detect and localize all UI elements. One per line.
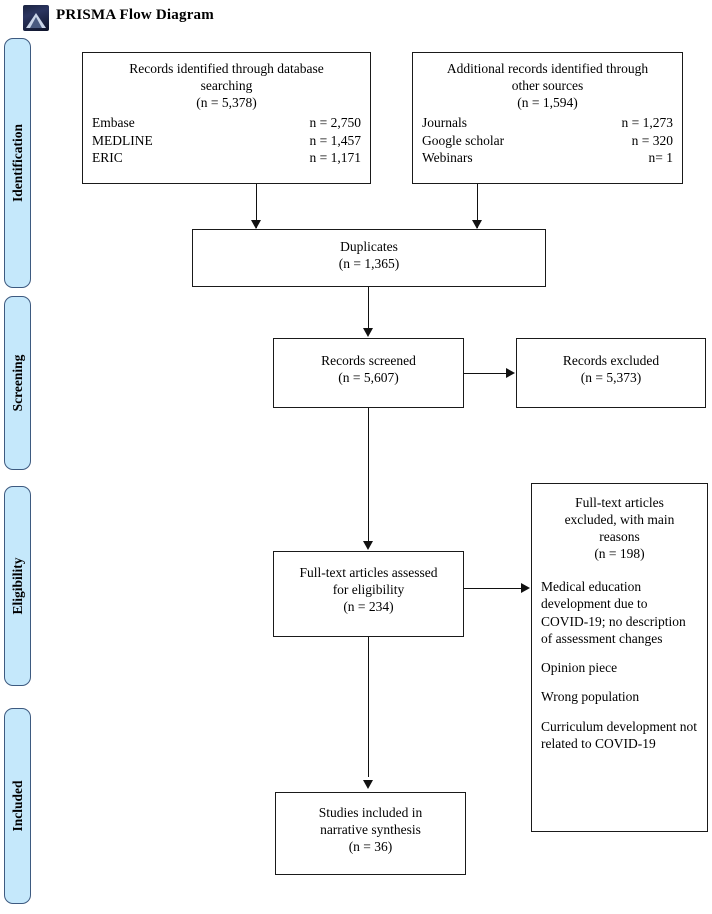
phase-tab-eligibility[interactable]: Eligibility [4, 486, 31, 686]
box-count: (n = 5,378) [196, 95, 257, 110]
source-value: n = 2,750 [309, 115, 362, 130]
source-label: Embase [92, 115, 135, 130]
phase-tab-label: Identification [9, 123, 25, 203]
box-count: (n = 36) [348, 839, 393, 854]
box-title: Records screened [321, 353, 416, 368]
box-title: Duplicates [340, 239, 398, 254]
source-value: n = 1,171 [309, 150, 362, 166]
page-header: PRISMA Flow Diagram [0, 0, 712, 36]
box-fulltext-assessed: Full-text articles assessed for eligibil… [273, 551, 464, 637]
box-title: Records excluded [562, 353, 660, 368]
box-additional-records-other-sources: Additional records identified through ot… [412, 52, 683, 184]
source-label: MEDLINE [92, 132, 153, 148]
box-studies-included: Studies included in narrative synthesis … [275, 792, 466, 875]
source-label: Journals [422, 115, 467, 130]
phase-tab-identification[interactable]: Identification [4, 38, 31, 288]
box-records-excluded: Records excluded (n = 5,373) [516, 338, 706, 408]
phase-tab-label: Included [9, 780, 25, 832]
box-title-line2: other sources [511, 78, 584, 93]
box-count: (n = 234) [343, 599, 394, 614]
exclusion-reason: Curriculum development not related to CO… [541, 718, 697, 751]
source-label: ERIC [92, 150, 123, 166]
source-row: Google scholar n = 320 [413, 132, 682, 150]
box-title-line1: Additional records identified through [446, 61, 649, 76]
box-records-screened: Records screened (n = 5,607) [273, 338, 464, 408]
connector-arrowhead [363, 541, 373, 550]
phase-tab-label: Eligibility [9, 557, 25, 615]
connector-line [368, 408, 369, 548]
page-title: PRISMA Flow Diagram [56, 7, 214, 23]
exclusion-reason: Opinion piece [541, 660, 618, 676]
connector-line [464, 373, 508, 374]
box-count: (n = 1,594) [517, 95, 578, 110]
phase-tab-label: Screening [9, 354, 25, 412]
exclusion-reason: Medical education development due to COV… [541, 579, 686, 646]
source-value: n = 1,273 [621, 115, 674, 130]
box-title-line2: for eligibility [332, 582, 405, 597]
source-row: Journals n = 1,273 [413, 114, 682, 132]
box-count: (n = 5,373) [580, 370, 642, 385]
box-duplicates: Duplicates (n = 1,365) [192, 229, 546, 287]
box-title-line1: Full-text articles [575, 495, 664, 510]
connector-line [477, 184, 478, 228]
phase-tab-included[interactable]: Included [4, 708, 31, 904]
connector-line [368, 637, 369, 777]
box-title-line1: Full-text articles assessed [299, 565, 438, 580]
phase-tab-screening[interactable]: Screening [4, 296, 31, 470]
box-title-line2: excluded, with main [564, 512, 675, 527]
box-records-identified-database: Records identified through database sear… [82, 52, 371, 184]
box-count: (n = 198) [594, 546, 645, 561]
box-title-line3: reasons [599, 529, 640, 544]
source-row: MEDLINE n = 1,457 [83, 132, 370, 150]
connector-line [464, 588, 523, 589]
connector-line [256, 184, 257, 228]
box-fulltext-excluded: Full-text articles excluded, with main r… [531, 483, 708, 832]
source-row: Webinars n= 1 [413, 149, 682, 167]
prisma-pyramid-icon [23, 5, 49, 31]
connector-arrowhead [521, 583, 530, 593]
connector-line [368, 287, 369, 335]
box-title-line1: Records identified through database [129, 61, 324, 76]
box-title-line1: Studies included in [318, 805, 423, 820]
box-count: (n = 5,607) [338, 370, 399, 385]
box-count: (n = 1,365) [338, 256, 400, 271]
source-value: n = 1,457 [309, 132, 362, 148]
connector-arrowhead [472, 220, 482, 229]
box-title-line2: searching [200, 78, 253, 93]
box-title-line2: narrative synthesis [320, 822, 421, 837]
source-label: Google scholar [422, 132, 505, 148]
source-value: n= 1 [648, 150, 674, 166]
source-row: Embase n = 2,750 [83, 114, 370, 132]
connector-arrowhead [363, 328, 373, 337]
source-row: ERIC n = 1,171 [83, 149, 370, 167]
connector-arrowhead [363, 780, 373, 789]
source-label: Webinars [422, 150, 473, 166]
connector-arrowhead [506, 368, 515, 378]
exclusion-reason: Wrong population [541, 689, 640, 705]
source-value: n = 320 [631, 132, 673, 148]
connector-arrowhead [251, 220, 261, 229]
